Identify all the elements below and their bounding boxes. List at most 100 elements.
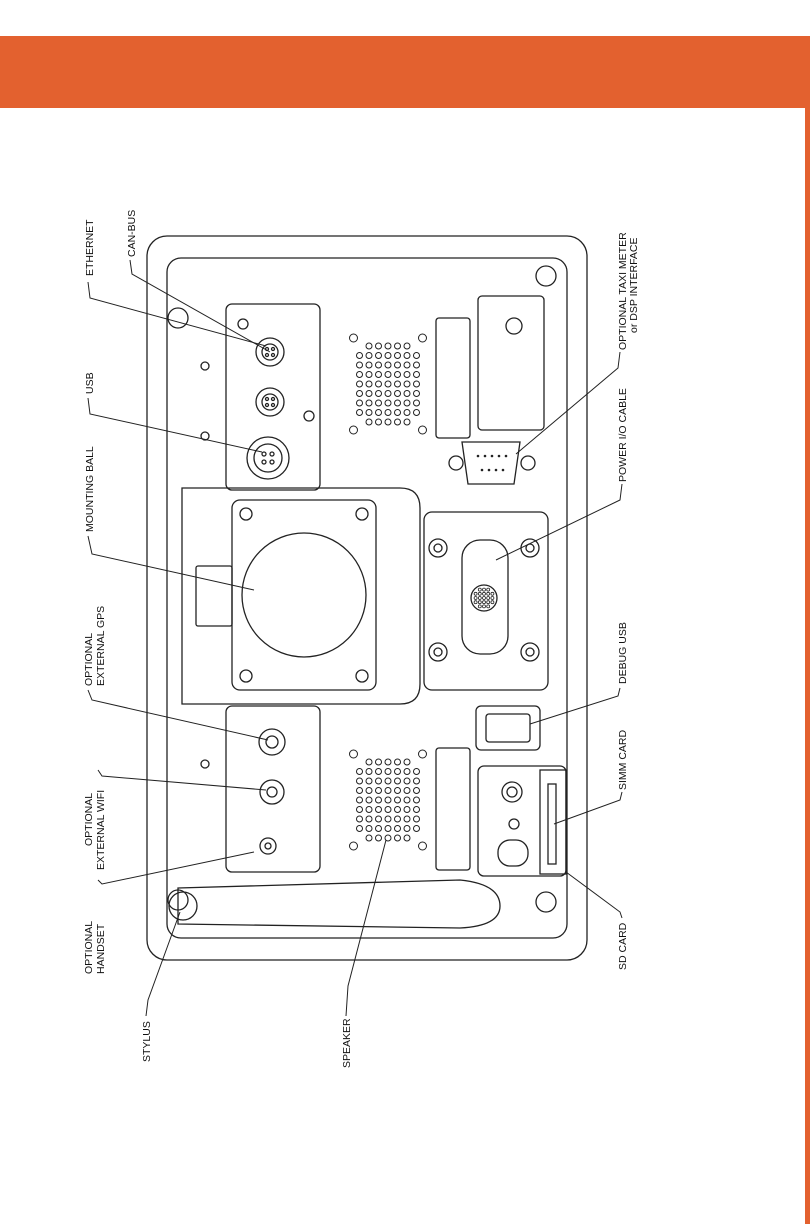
speaker-hole	[414, 391, 420, 397]
power-pin	[474, 601, 477, 604]
db9-pin	[477, 455, 480, 458]
speaker-hole	[395, 362, 401, 368]
speaker-hole	[404, 835, 410, 841]
stylus-cap	[169, 892, 197, 920]
speaker-hole	[357, 391, 363, 397]
label-external-wifi-line1: OPTIONAL	[83, 793, 95, 846]
connector-panel-bottom	[226, 706, 320, 872]
label-external-gps-line2: EXTERNAL GPS	[95, 606, 107, 686]
label-debug-usb: DEBUG USB	[617, 622, 629, 684]
power-pin	[487, 588, 490, 591]
speaker-hole	[376, 391, 382, 397]
speaker-hole	[376, 816, 382, 822]
speaker-hole	[414, 769, 420, 775]
speaker-hole	[385, 778, 391, 784]
speaker-hole	[376, 372, 382, 378]
speaker-hole	[385, 353, 391, 359]
speaker-hole	[357, 381, 363, 387]
grille-screw	[419, 426, 427, 434]
speaker-hole	[395, 759, 401, 765]
speaker-hole	[395, 807, 401, 813]
speaker-hole	[404, 353, 410, 359]
db9-pin	[488, 469, 491, 472]
label-taxi-meter-line2: or DSP INTERFACE	[628, 238, 640, 334]
speaker-hole	[366, 826, 372, 832]
speaker-hole	[404, 381, 410, 387]
speaker-hole	[414, 807, 420, 813]
speaker-hole	[366, 362, 372, 368]
speaker-hole	[404, 372, 410, 378]
grille-screw	[350, 334, 358, 342]
power-pin	[478, 592, 481, 595]
power-pin	[478, 601, 481, 604]
speaker-hole	[385, 759, 391, 765]
speaker-hole	[404, 826, 410, 832]
label-sd-card: SD CARD	[617, 922, 629, 970]
speaker-hole	[385, 391, 391, 397]
speaker-hole	[376, 778, 382, 784]
speaker-hole	[404, 419, 410, 425]
mounting-frame	[182, 488, 420, 704]
speaker-hole	[414, 816, 420, 822]
label-external-wifi-line2: EXTERNAL WIFI	[95, 790, 107, 870]
speaker-hole	[376, 362, 382, 368]
speaker-hole	[366, 410, 372, 416]
power-pin	[487, 592, 490, 595]
speaker-hole	[385, 419, 391, 425]
speaker-hole	[376, 353, 382, 359]
label-handset-line1: OPTIONAL	[83, 921, 95, 974]
speaker-hole	[366, 391, 372, 397]
speaker-hole	[385, 788, 391, 794]
speaker-hole	[404, 769, 410, 775]
speaker-hole	[414, 400, 420, 406]
speaker-hole	[376, 788, 382, 794]
speaker-hole	[404, 400, 410, 406]
speaker-hole	[404, 807, 410, 813]
speaker-hole	[385, 835, 391, 841]
speaker-hole	[357, 807, 363, 813]
speaker-hole	[357, 353, 363, 359]
speaker-hole	[414, 826, 420, 832]
speaker-hole	[414, 778, 420, 784]
speaker-hole	[385, 797, 391, 803]
speaker-hole	[366, 343, 372, 349]
label-mounting-ball: MOUNTING BALL	[84, 446, 96, 532]
label-ethernet: ETHERNET	[84, 219, 96, 276]
speaker-hole	[366, 835, 372, 841]
power-pin	[491, 601, 494, 604]
speaker-hole	[376, 759, 382, 765]
speaker-hole	[385, 410, 391, 416]
speaker-hole	[395, 343, 401, 349]
power-pin	[474, 597, 477, 600]
power-pin	[478, 605, 481, 608]
label-can-bus: CAN-BUS	[126, 210, 138, 257]
speaker-hole	[414, 362, 420, 368]
speaker-grille-top	[350, 334, 427, 434]
speaker-hole	[366, 816, 372, 822]
grille-screw	[419, 842, 427, 850]
speaker-hole	[395, 826, 401, 832]
speaker-hole	[366, 769, 372, 775]
speaker-hole	[395, 372, 401, 378]
can-bus-port	[256, 388, 284, 416]
speaker-hole	[395, 816, 401, 822]
speaker-hole	[385, 826, 391, 832]
speaker-hole	[414, 372, 420, 378]
power-io-connector	[471, 585, 497, 611]
speaker-hole	[357, 372, 363, 378]
grille-screw	[350, 750, 358, 758]
speaker-hole	[395, 353, 401, 359]
speaker-hole	[376, 826, 382, 832]
speaker-grille-bottom	[350, 750, 427, 850]
speaker-hole	[376, 769, 382, 775]
power-pin	[483, 601, 486, 604]
speaker-hole	[357, 769, 363, 775]
speaker-hole	[366, 400, 372, 406]
speaker-hole	[395, 410, 401, 416]
speaker-hole	[404, 759, 410, 765]
speaker-hole	[357, 410, 363, 416]
external-wifi-port	[260, 780, 284, 804]
power-pin	[483, 592, 486, 595]
card-bay	[478, 766, 566, 876]
label-handset-line2: HANDSET	[95, 923, 107, 974]
